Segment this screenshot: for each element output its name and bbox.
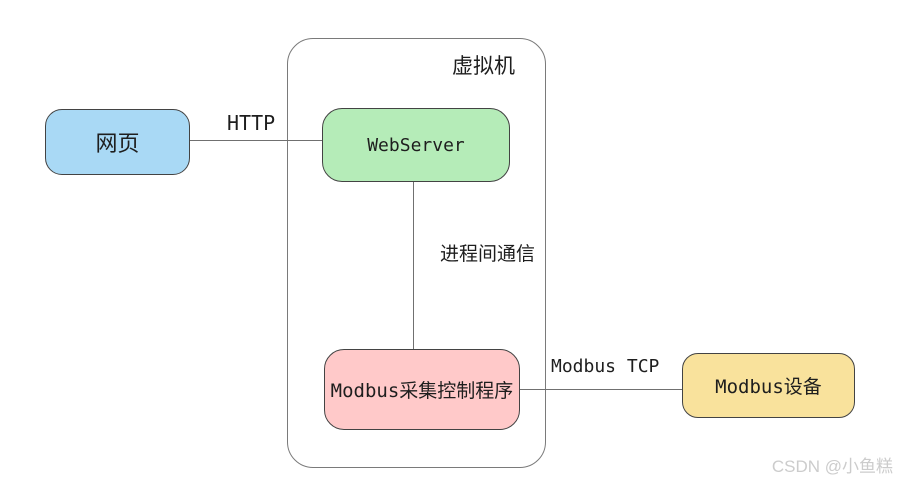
vm-container-label: 虚拟机 xyxy=(452,54,515,78)
node-modbus-program: Modbus采集控制程序 xyxy=(324,349,520,430)
edge-http-line xyxy=(190,140,322,141)
node-webserver: WebServer xyxy=(322,108,510,182)
node-modbus-device: Modbus设备 xyxy=(682,353,855,418)
node-webpage: 网页 xyxy=(45,109,190,175)
edge-label-modbus-tcp: Modbus TCP xyxy=(551,356,660,377)
edge-ipc-line xyxy=(413,182,414,349)
node-webpage-label: 网页 xyxy=(95,132,140,157)
node-modbus-device-label: Modbus设备 xyxy=(715,376,822,398)
edge-modbus-tcp-line xyxy=(520,389,682,390)
csdn-watermark: CSDN @小鱼糕 xyxy=(771,457,893,476)
node-modbus-program-label: Modbus采集控制程序 xyxy=(330,380,514,402)
edge-label-ipc: 进程间通信 xyxy=(440,243,536,265)
node-webserver-label: WebServer xyxy=(367,134,465,156)
vm-container-box xyxy=(287,38,546,468)
edge-label-http: HTTP xyxy=(227,111,276,135)
